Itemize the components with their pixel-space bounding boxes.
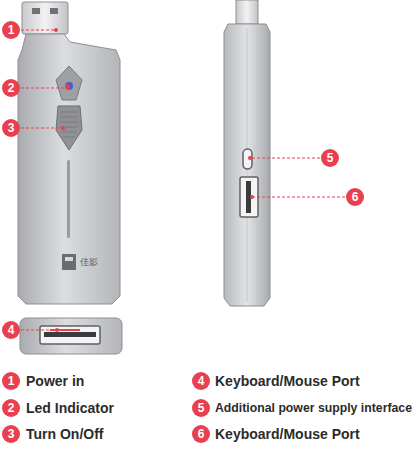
legend-label: Turn On/Off [26, 426, 104, 442]
leader-lines [21, 30, 345, 330]
callout-number: 1 [2, 21, 20, 39]
legend-label: Keyboard/Mouse Port [215, 426, 360, 442]
legend-label: Power in [26, 373, 84, 389]
callout-number: 4 [192, 372, 210, 390]
front-view [18, 2, 120, 304]
legend-label: Keyboard/Mouse Port [215, 373, 360, 389]
callout-number: 4 [2, 321, 20, 339]
leader-dots [54, 28, 254, 332]
callout-number: 5 [192, 399, 210, 417]
callout-number: 2 [2, 399, 20, 417]
callout-number: 2 [2, 79, 20, 97]
callout-number: 3 [2, 119, 20, 137]
callout-number: 1 [2, 372, 20, 390]
callout-number: 6 [192, 425, 210, 443]
callout-number: 5 [321, 149, 339, 167]
legend-label: Additional power supply interface [215, 401, 412, 415]
legend-label: Led Indicator [26, 400, 114, 416]
callout-number: 3 [2, 425, 20, 443]
side-view [224, 0, 270, 306]
callout-number: 6 [346, 188, 364, 206]
logo-text: 佳影 [80, 256, 98, 269]
bottom-view [20, 318, 122, 354]
